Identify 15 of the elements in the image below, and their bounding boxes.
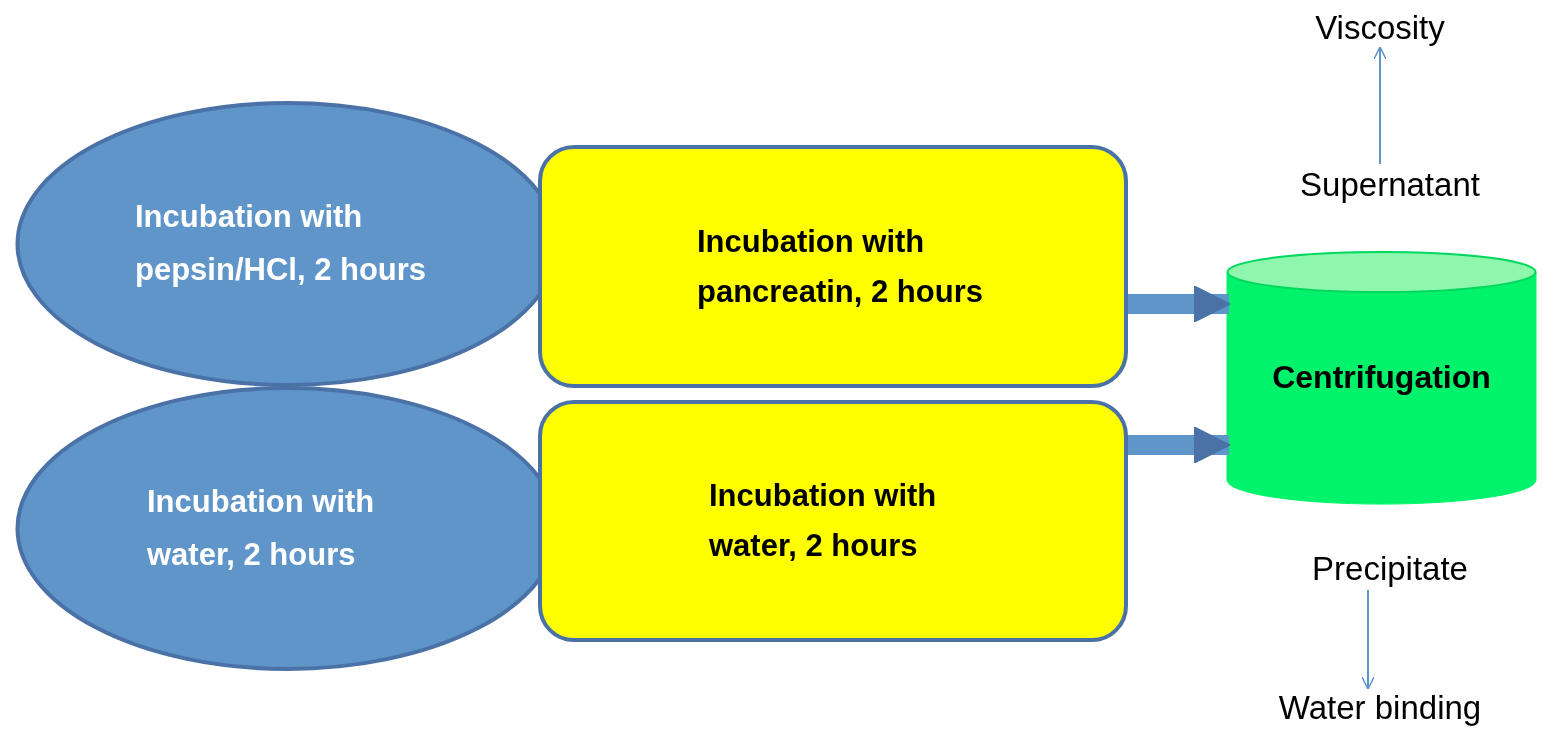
result-label: Precipitate: [1312, 548, 1468, 589]
step-label: Incubation with pepsin/HCl, 2 hours: [135, 198, 428, 289]
step-label: Incubation with pancreatin, 2 hours: [697, 222, 984, 311]
arrow: [1361, 589, 1375, 690]
step-label: Incubation with water, 2 hours: [709, 477, 938, 565]
arrow: [1373, 46, 1387, 165]
arrow: [1128, 426, 1231, 464]
result-label: Supernatant: [1300, 164, 1480, 205]
process-box: [538, 145, 1128, 388]
process-box: [538, 400, 1128, 642]
arrow: [1128, 285, 1231, 323]
result-label: Viscosity: [1315, 7, 1445, 48]
step-label: Incubation with water, 2 hours: [147, 482, 376, 574]
result-label: Water binding: [1278, 687, 1482, 728]
step-label: Centrifugation: [1272, 358, 1491, 398]
